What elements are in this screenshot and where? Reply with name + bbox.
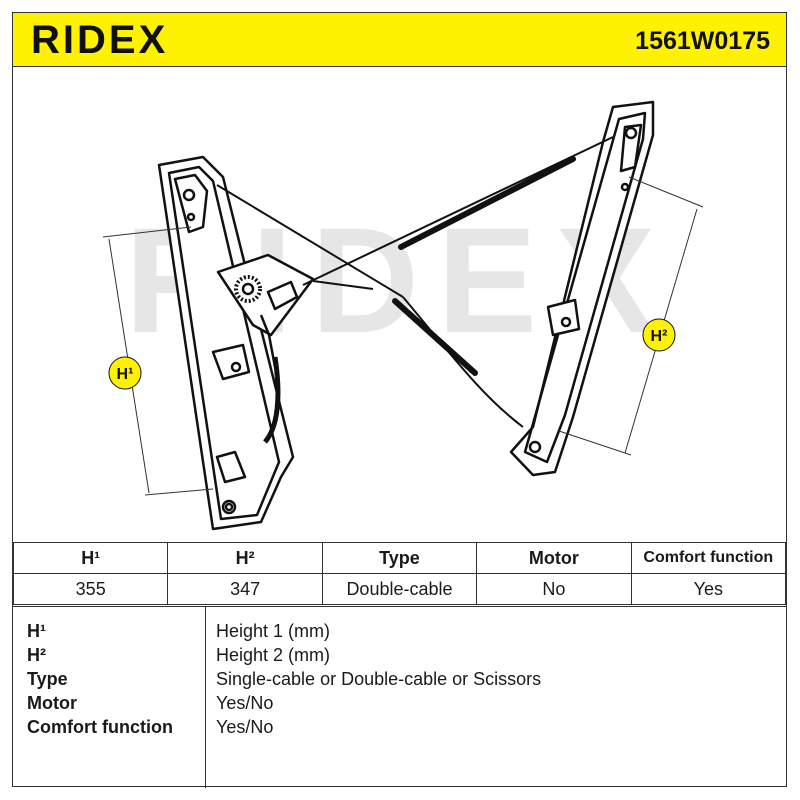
left-cable-sheath [263,356,281,444]
legend-divider [205,607,206,788]
legend-row-type: Type Single-cable or Double-cable or Sci… [13,669,786,693]
legend-row-motor: Motor Yes/No [13,693,786,717]
cable-sheaths [392,156,576,376]
spec-value-row: 355 347 Double-cable No Yes [12,573,787,605]
brand-logo: RIDEX [31,18,169,62]
h1-badge-circle [108,356,142,390]
legend-key: Comfort function [27,717,173,737]
legend-key: H² [27,645,46,665]
legend-desc: Yes/No [216,717,274,737]
right-rail [509,100,655,477]
product-sheet: RIDEX 1561W0175 RIDEX [12,12,787,788]
legend-desc: Height 1 (mm) [216,621,331,641]
spec-value-motor: No [476,573,632,605]
spec-header-row: H¹ H² Type Motor Comfort function [12,542,787,574]
spec-header-motor: Motor [476,542,632,574]
part-number: 1561W0175 [635,27,770,55]
spec-value-comfort: Yes [630,573,787,605]
spec-value-h1: 355 [12,573,169,605]
legend-key: Type [27,669,68,689]
legend-desc: Height 2 (mm) [216,645,331,665]
legend-key: H¹ [27,621,46,641]
h2-badge-circle [642,318,676,352]
spec-value-h2: 347 [167,573,323,605]
h2-badge-label: H² [651,328,668,345]
legend-desc: Single-cable or Double-cable or Scissors [216,669,542,689]
legend-row-h1: H¹ Height 1 (mm) [13,621,786,645]
spec-header-type: Type [321,542,478,574]
legend-row-h2: H² Height 2 (mm) [13,645,786,669]
spec-header-h2: H² [167,542,323,574]
legend-desc: Yes/No [216,693,274,713]
left-rail [157,155,295,531]
window-regulator-drawing: RIDEX [13,67,786,542]
spec-header-h1: H¹ [12,542,169,574]
legend-row-comfort: Comfort function Yes/No [13,717,786,741]
h1-badge-label: H¹ [117,366,134,383]
legend-section: H¹ Height 1 (mm) H² Height 2 (mm) Type S… [13,606,786,788]
spec-header-comfort: Comfort function [630,542,787,574]
spec-table: H¹ H² Type Motor Comfort function 355 34… [12,542,787,605]
pulley-plate [216,253,315,368]
header-bar: RIDEX 1561W0175 [13,13,786,67]
spec-value-type: Double-cable [321,573,478,605]
regulator-illustration: RIDEX [102,100,704,531]
legend-key: Motor [27,693,77,713]
